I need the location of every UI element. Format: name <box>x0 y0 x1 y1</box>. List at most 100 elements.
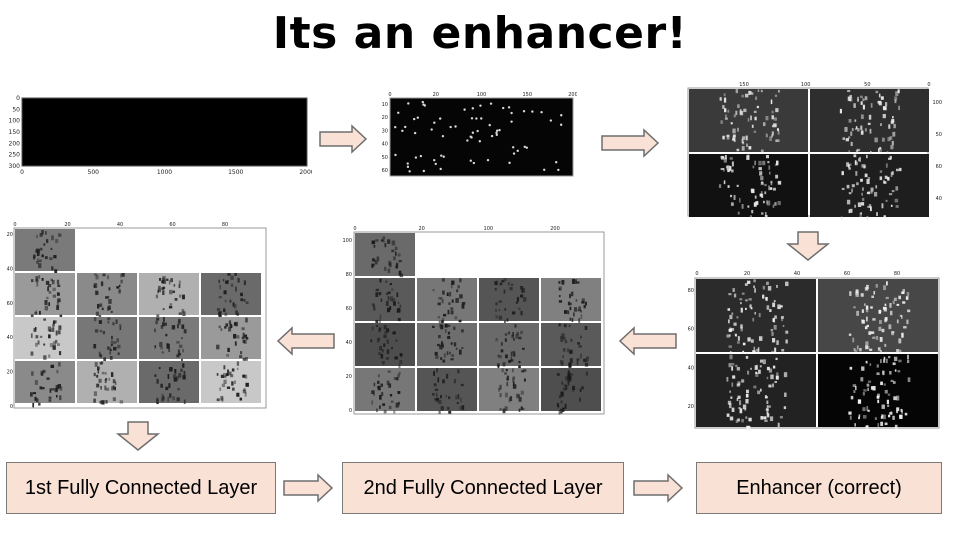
feature-spot <box>777 422 780 428</box>
feature-spot <box>776 160 779 166</box>
feature-spot <box>397 318 401 322</box>
feature-spot <box>94 362 98 367</box>
feature-spot <box>884 422 888 426</box>
feature-spot <box>440 324 444 330</box>
feature-spot <box>56 305 60 310</box>
feature-spot <box>851 188 853 193</box>
feature-spot <box>861 319 865 324</box>
input-x-tick-label: 1500 <box>228 169 243 176</box>
feature-spot <box>48 354 51 358</box>
activation-dot <box>433 121 436 124</box>
activation-dot <box>495 133 499 137</box>
feature-spot <box>234 273 238 276</box>
feature-spot <box>578 318 581 323</box>
feature-spot <box>456 289 459 293</box>
activation-dot <box>510 111 513 115</box>
feature-spot <box>232 387 235 391</box>
feature-spot <box>584 362 589 367</box>
feature-spot <box>880 147 882 152</box>
feature-spot <box>218 295 222 299</box>
feature-spot <box>518 336 522 340</box>
feature-spot <box>499 355 502 359</box>
feature-spot <box>30 333 33 338</box>
feature-spot <box>850 131 853 136</box>
feature-spot <box>880 416 883 419</box>
feature-spot <box>735 419 739 423</box>
feature-spot <box>395 265 397 269</box>
feature-spot <box>880 381 883 386</box>
activation-dot <box>406 165 410 169</box>
feature-spot <box>855 128 857 131</box>
feature-spot <box>762 359 766 365</box>
feature-spot <box>59 314 63 318</box>
feature-spot <box>726 165 730 171</box>
feature-spot <box>870 103 873 108</box>
feature-spot <box>495 314 498 319</box>
feature-spot <box>759 365 762 368</box>
feature-spot <box>859 95 863 99</box>
feature-spot <box>869 363 872 366</box>
feature-spot <box>35 335 39 339</box>
feature-spot <box>865 360 868 364</box>
feature-spot <box>775 375 779 380</box>
feature-spot <box>169 303 173 306</box>
feature-spot <box>863 166 866 169</box>
feature-spot <box>451 280 455 285</box>
feature-spot <box>512 381 515 386</box>
feature-spot <box>101 400 105 405</box>
feature-spot <box>568 362 572 368</box>
feature-spot <box>382 403 386 406</box>
feature-spot <box>47 281 50 284</box>
feature-spot <box>387 268 391 273</box>
feature-spot <box>857 96 859 100</box>
feature-map-cell <box>77 361 137 403</box>
feature-spot <box>520 406 523 410</box>
activation-dot <box>511 146 515 149</box>
feature-spot <box>180 358 183 362</box>
feature-spot <box>391 288 394 291</box>
input-y-tick-label: 250 <box>9 152 21 159</box>
feature-spot <box>46 239 49 244</box>
feature-spot <box>724 114 727 118</box>
arrow-down-1 <box>785 230 831 267</box>
feature-spot <box>845 138 849 142</box>
feature-spot <box>719 97 722 101</box>
feature-spot <box>241 336 245 340</box>
feature-spot <box>852 384 857 388</box>
feature-spot <box>375 319 379 324</box>
feature-spot <box>502 362 506 367</box>
feature-spot <box>885 163 888 168</box>
feature-spot <box>731 382 734 387</box>
feature-spot <box>34 311 38 315</box>
feature-spot <box>893 297 897 301</box>
feature-spot <box>558 323 561 327</box>
feature-spot <box>93 372 96 377</box>
feature-spot <box>581 298 585 302</box>
feature-spot <box>56 369 59 374</box>
feature-spot <box>387 370 391 373</box>
feature-spot <box>111 386 115 391</box>
feature-spot <box>448 302 451 305</box>
feature-spot <box>232 302 235 307</box>
feature-spot <box>438 335 441 339</box>
feature-spot <box>729 390 732 393</box>
feature-spot <box>36 252 40 256</box>
feature-spot <box>451 299 454 303</box>
feature-spot <box>866 425 869 428</box>
feature-spot <box>846 162 850 167</box>
activation-dot <box>516 149 519 153</box>
feature-spot <box>576 358 580 361</box>
feature-spot <box>390 400 394 403</box>
feature-spot <box>54 269 58 274</box>
feature-spot <box>40 370 44 376</box>
feature-spot <box>766 412 769 415</box>
feature-spot <box>162 395 165 401</box>
feature-spot <box>760 191 763 194</box>
feature-spot <box>108 287 111 291</box>
feature-spot <box>506 318 509 322</box>
conv5-y-tick-label: 20 <box>7 370 13 376</box>
feature-spot <box>33 328 37 332</box>
feature-spot <box>737 104 740 108</box>
feature-spot <box>497 364 500 370</box>
feature-spot <box>866 284 869 290</box>
